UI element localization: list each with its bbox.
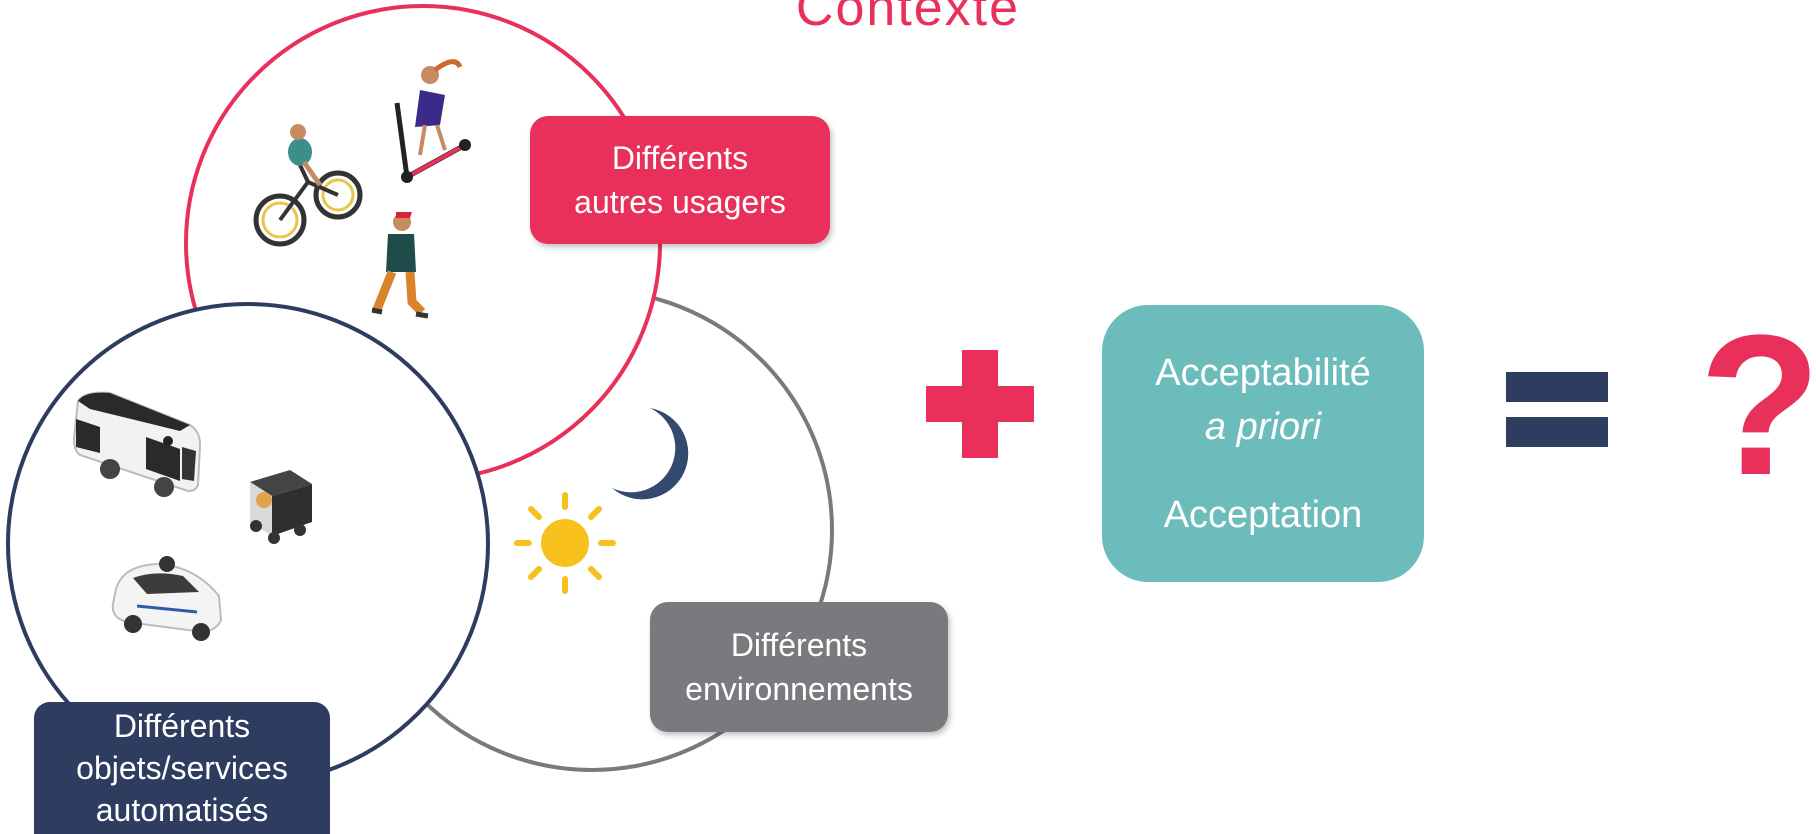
- environments-label-line: environnements: [685, 671, 913, 707]
- equals-icon: [1506, 372, 1608, 447]
- cyclist-icon: [253, 124, 363, 247]
- acceptance-spacer: [1102, 454, 1424, 488]
- autonomous-shuttle-icon: [72, 391, 202, 497]
- page-title: Contexte: [795, 0, 1021, 37]
- question-mark: ?: [1699, 294, 1816, 517]
- delivery-robot-icon: [250, 470, 312, 544]
- environments-label-box: Différents environnements: [650, 602, 948, 732]
- acceptance-label: Acceptation: [1163, 493, 1363, 536]
- users-label-line: Différents: [611, 140, 749, 176]
- users-label-box: Différents autres usagers: [530, 116, 830, 244]
- objects-label-box: Différents objets/services automatisés: [34, 702, 330, 834]
- plus-icon: [926, 350, 1034, 458]
- objects-label-line: Différents: [113, 708, 251, 744]
- a-priori-label: a priori: [1204, 405, 1322, 448]
- acceptability-label: Acceptabilité: [1155, 351, 1371, 394]
- objects-label-line: automatisés: [95, 792, 269, 828]
- objects-label-line: objets/services: [76, 750, 288, 786]
- acceptance-box: Acceptabilité a priori Acceptation: [1102, 305, 1424, 582]
- moon-icon: [612, 408, 689, 500]
- sun-icon: [514, 492, 616, 594]
- users-label-line: autres usagers: [574, 184, 786, 220]
- environments-label-line: Différents: [730, 627, 868, 663]
- autonomous-car-icon: [111, 556, 223, 641]
- pedestrian-icon: [371, 212, 429, 319]
- scooter-rider-icon: [394, 59, 471, 183]
